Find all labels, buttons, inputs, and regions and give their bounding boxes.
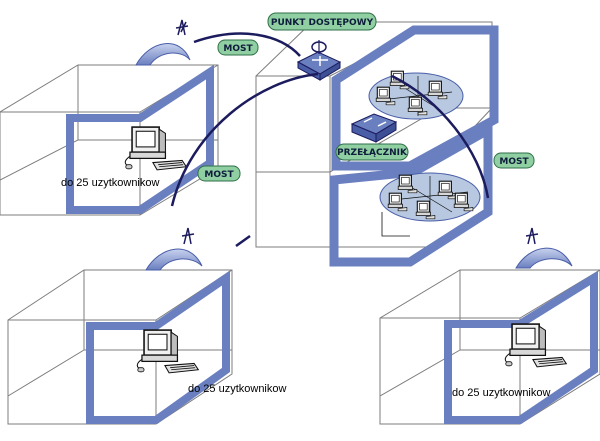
label-access-point: PUNKT DOSTĘPOWY xyxy=(267,12,377,31)
workstation-icon xyxy=(124,126,188,171)
caption-bottom-left: do 25 uzytkownikow xyxy=(188,383,286,395)
building-center-frame-lower xyxy=(329,122,493,267)
building-top-left-frame xyxy=(66,64,214,214)
label-bridge-left: MOST xyxy=(197,165,241,182)
label-bridge-top-text: MOST xyxy=(223,44,253,54)
label-switch: PRZEŁĄCZNIK xyxy=(335,143,409,161)
label-access-point-text: PUNKT DOSTĘPOWY xyxy=(271,18,374,28)
wireless-link-left xyxy=(170,72,319,207)
building-bottom-left-frame xyxy=(86,270,230,424)
antenna-icon xyxy=(175,19,189,36)
building-bottom-left-outline xyxy=(7,269,233,425)
workstation-icon xyxy=(504,323,568,368)
switch-icon xyxy=(350,113,398,143)
label-bridge-left-text: MOST xyxy=(204,170,234,180)
caption-top-left: do 25 uzytkownikow xyxy=(61,177,159,189)
antenna-icon xyxy=(181,227,195,245)
antenna-dish-bottom-left xyxy=(145,248,203,271)
label-bridge-top: MOST xyxy=(217,39,259,56)
antenna-dish-bottom-right xyxy=(515,247,573,269)
antenna-icon xyxy=(525,227,539,245)
label-bridge-right: MOST xyxy=(493,152,535,169)
caption-bottom-right: do 25 uzytkownikow xyxy=(452,387,550,399)
antenna-dish-top-left xyxy=(135,43,191,66)
building-center xyxy=(255,21,499,267)
label-switch-text: PRZEŁĄCZNIK xyxy=(337,148,408,158)
building-bottom-right-outline xyxy=(379,269,600,425)
building-bottom-left: do 25 uzytkownikow xyxy=(7,227,286,425)
building-bottom-right: do 25 uzytkownikow xyxy=(379,227,600,425)
wireless-link-bottom-left xyxy=(235,234,251,248)
wireless-link-right xyxy=(391,74,490,199)
lan-drop-cable xyxy=(381,212,410,237)
label-bridge-right-text: MOST xyxy=(499,157,529,167)
workstation-icon xyxy=(136,329,200,374)
building-top-left: do 25 uzytkownikow xyxy=(0,19,219,216)
wireless-link-top xyxy=(193,32,301,57)
